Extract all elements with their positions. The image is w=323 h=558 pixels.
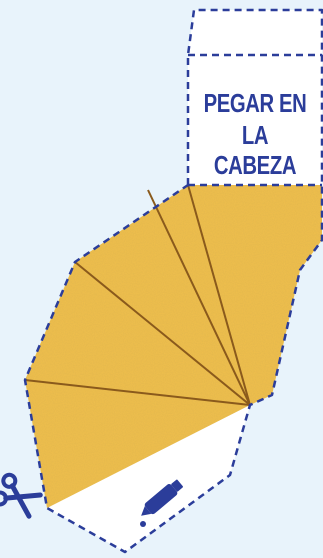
glue-icon [141, 479, 183, 516]
fold-lines [24, 184, 251, 406]
scissors-icon [0, 472, 43, 519]
tab-label-line-2: LA CABEZA [213, 120, 297, 180]
cut-outline [23, 8, 323, 554]
fold-line-3 [74, 261, 251, 406]
cone-fan [25, 185, 322, 508]
tab-label-line-1: PEGAR EN [203, 88, 307, 118]
cut-line-outer [23, 8, 323, 554]
fold-line-4 [24, 379, 251, 406]
glue-drop-icon [140, 521, 146, 527]
fold-line-1 [187, 184, 251, 406]
fold-line-2 [147, 189, 251, 406]
glue-flap-bottom [47, 405, 250, 552]
